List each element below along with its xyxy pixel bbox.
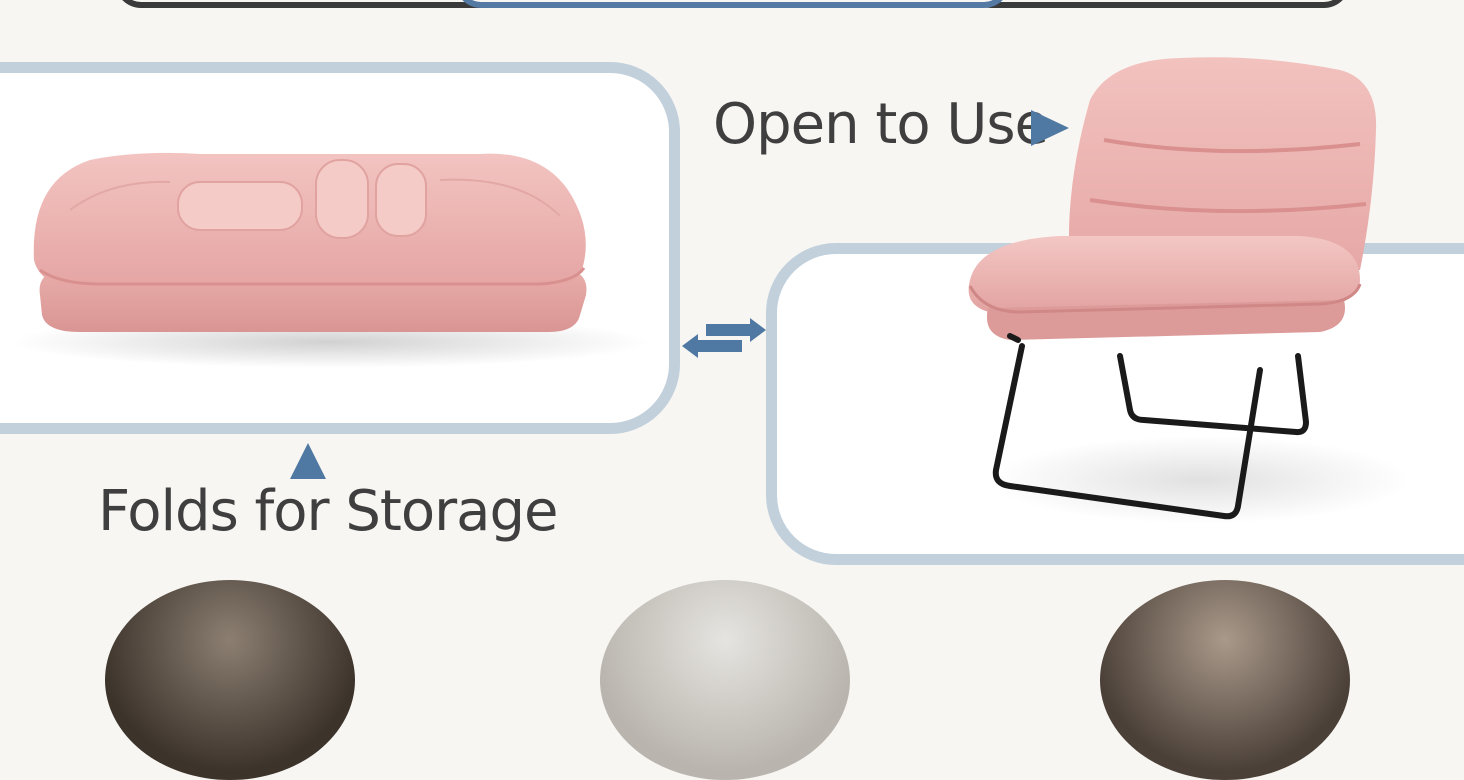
lifestyle-thumbnail-2 (600, 580, 850, 780)
folded-cushion-image (10, 152, 650, 368)
lifestyle-thumbnail-3 (1100, 580, 1350, 780)
open-to-use-caption: Open to Use (713, 92, 1049, 157)
top-frame-right (965, 0, 1350, 8)
open-chair-image (968, 57, 1410, 524)
triangle-up-icon (290, 443, 326, 479)
swap-arrows-icon (682, 318, 766, 358)
top-frame-center (455, 0, 1010, 8)
lifestyle-thumbnail-1 (105, 580, 355, 780)
folds-for-storage-caption: Folds for Storage (98, 479, 558, 544)
triangle-right-icon (1031, 110, 1069, 146)
top-frame-left (115, 0, 505, 8)
